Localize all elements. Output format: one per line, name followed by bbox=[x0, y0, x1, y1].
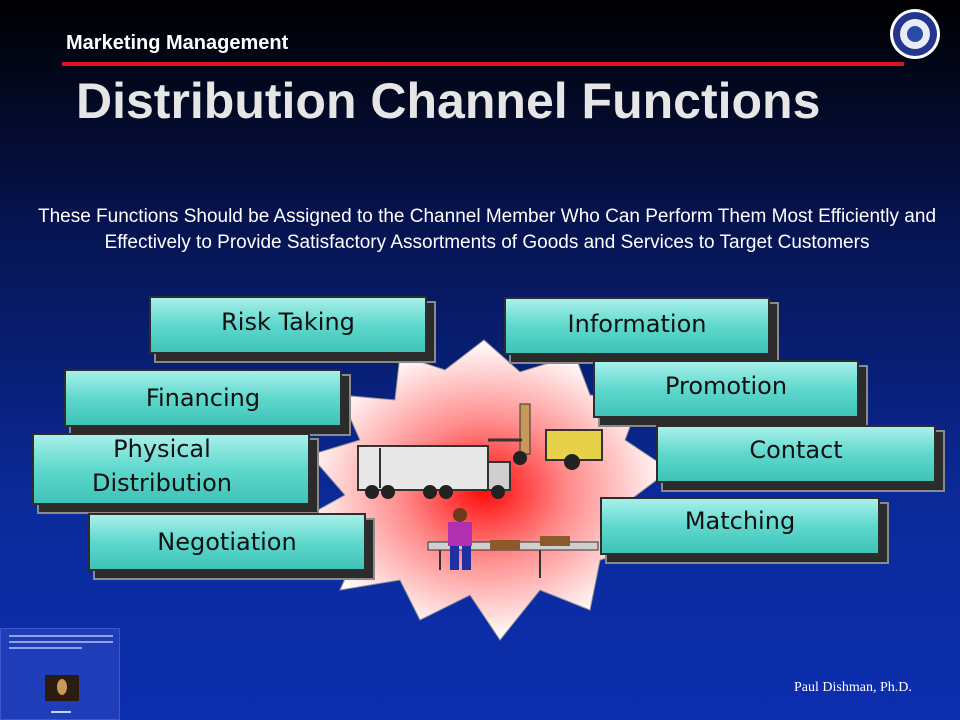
author-credit: Paul Dishman, Ph.D. bbox=[794, 680, 912, 695]
function-label-physical-line1: Physical bbox=[113, 435, 211, 463]
worker-at-conveyor-icon bbox=[427, 508, 599, 578]
function-label-information: Information bbox=[567, 310, 707, 338]
function-box-physical-distribution: Physical Distribution bbox=[32, 433, 310, 505]
function-box-risk-taking: Risk Taking bbox=[149, 296, 427, 354]
function-box-negotiation: Negotiation bbox=[88, 513, 366, 571]
photo-thumbnail-icon bbox=[45, 675, 79, 701]
function-box-promotion: Promotion bbox=[593, 360, 859, 418]
forklift-icon bbox=[488, 403, 603, 470]
function-box-information: Information bbox=[504, 297, 770, 355]
function-box-financing: Financing bbox=[64, 369, 342, 427]
function-label-risk-taking: Risk Taking bbox=[221, 308, 355, 336]
function-box-contact: Contact bbox=[656, 425, 936, 483]
university-seal-icon bbox=[890, 9, 940, 59]
truck-icon bbox=[357, 445, 511, 499]
subtitle-text: These Functions Should be Assigned to th… bbox=[37, 206, 937, 253]
function-label-contact: Contact bbox=[749, 436, 843, 464]
function-label-physical-line2: Distribution bbox=[91, 469, 232, 497]
slide-thumbnail bbox=[0, 628, 120, 720]
function-label-matching: Matching bbox=[684, 507, 796, 535]
header-label: Marketing Management bbox=[66, 32, 289, 54]
page-title: Distribution Channel Functions bbox=[76, 73, 821, 129]
function-label-physical-distribution: Physical Distribution bbox=[92, 432, 232, 500]
header-divider bbox=[62, 62, 904, 66]
function-box-matching: Matching bbox=[600, 497, 880, 555]
function-label-promotion: Promotion bbox=[664, 372, 788, 400]
function-label-negotiation: Negotiation bbox=[157, 528, 297, 556]
function-label-financing: Financing bbox=[145, 384, 261, 412]
